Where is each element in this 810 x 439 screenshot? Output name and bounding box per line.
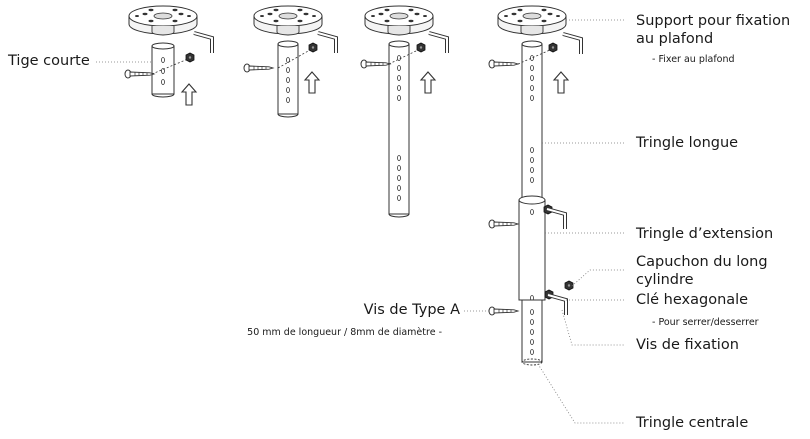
short-rod <box>151 45 175 95</box>
label-tringle-longue: Tringle longue <box>636 135 739 151</box>
label-cle-sub: - Pour serrer/desserrer <box>652 317 759 328</box>
extension-rod <box>518 199 546 301</box>
label-support-sub: - Fixer au plafond <box>652 54 735 65</box>
label-vis-fixation: Vis de fixation <box>636 337 739 353</box>
label-cle-hexagonale: Clé hexagonale <box>636 292 749 308</box>
screw-icon <box>243 63 274 73</box>
label-support-line1: Support pour fixation <box>636 13 791 29</box>
nut-icon <box>308 42 318 53</box>
leader-lines <box>96 19 625 424</box>
up-arrow-icon <box>304 71 320 94</box>
up-arrow-icon <box>553 71 569 94</box>
nut-icon <box>416 42 426 53</box>
screw-icon <box>488 219 519 229</box>
screw-icon <box>488 59 519 69</box>
screw-icon <box>360 59 391 69</box>
label-tige-courte: Tige courte <box>8 53 90 69</box>
label-capuchon-line1: Capuchon du long <box>636 254 768 270</box>
screw-icon <box>488 306 519 316</box>
assembly-short-rod <box>124 5 214 106</box>
nut-icon <box>548 42 558 53</box>
label-vis-type-a-sub: 50 mm de longueur / 8mm de diamètre - <box>247 327 442 338</box>
nut-icon <box>185 52 195 63</box>
assembly-extension-rod <box>243 5 338 118</box>
label-vis-type-a: Vis de Type A <box>363 302 460 318</box>
up-arrow-icon <box>420 71 436 94</box>
screw-icon <box>124 69 155 79</box>
up-arrow-icon <box>181 83 197 106</box>
assembly-long-rod <box>360 5 449 218</box>
long-rod <box>521 43 543 201</box>
assembly-full <box>488 5 583 366</box>
label-capuchon-line2: cylindre <box>636 272 694 288</box>
nut-icon <box>564 280 574 291</box>
label-support-line2: au plafond <box>636 31 714 47</box>
label-tringle-centrale: Tringle centrale <box>636 415 749 431</box>
central-rod <box>521 299 543 363</box>
label-tringle-extension: Tringle d’extension <box>636 226 774 242</box>
